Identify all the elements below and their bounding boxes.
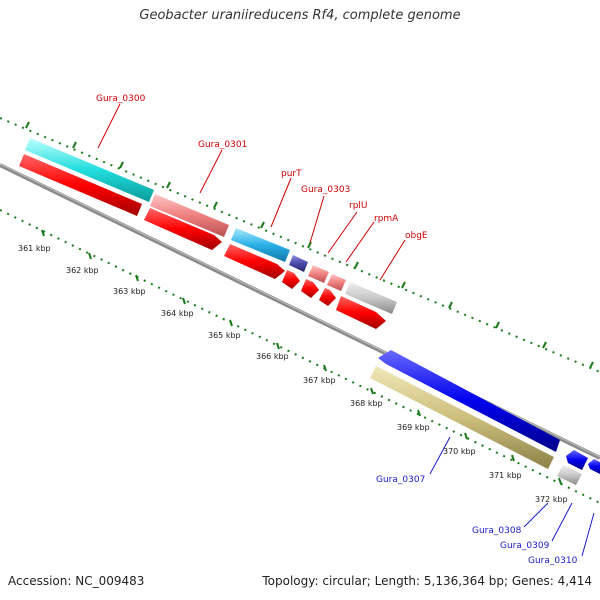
- map-title: Geobacter uraniireducens Rf4, complete g…: [139, 8, 461, 23]
- scale-label-366: 366 kbp: [256, 352, 289, 361]
- gene-gura-0309-cds[interactable]: [588, 459, 600, 474]
- scale-label-369: 369 kbp: [397, 423, 430, 432]
- accession-label: Accession: NC_009483: [8, 574, 145, 588]
- genome-summary: Topology: circular; Length: 5,136,364 bp…: [262, 574, 592, 588]
- gene-gura-0307[interactable]: [370, 366, 554, 469]
- gene-gura-0301[interactable]: [150, 194, 229, 237]
- cds-arrow-3[interactable]: [224, 244, 285, 279]
- top-leader-lines: [97, 103, 406, 281]
- gene-gura-0308-cds[interactable]: [566, 450, 588, 470]
- gene-gura-0300[interactable]: [25, 138, 154, 202]
- gene-gura-0303[interactable]: [308, 265, 329, 283]
- label-gura-0310: Gura_0310: [528, 556, 578, 566]
- top-gene-labels: Gura_0300 Gura_0301 purT Gura_0303 rplU …: [96, 94, 428, 241]
- outer-major-ticks: [25, 121, 594, 369]
- label-obge: obgE: [405, 231, 428, 241]
- inner-major-ticks: [41, 229, 562, 485]
- scale-label-367: 367 kbp: [303, 376, 336, 385]
- scale-label-364: 364 kbp: [161, 309, 194, 318]
- label-gura-0309: Gura_0309: [500, 541, 550, 551]
- label-gura-0301: Gura_0301: [198, 140, 247, 150]
- gene-gura-0307-cds[interactable]: [378, 350, 560, 452]
- cds-arrow-2[interactable]: [144, 208, 222, 250]
- label-gura-0300: Gura_0300: [96, 94, 146, 104]
- scale-label-371: 371 kbp: [489, 471, 522, 480]
- label-gura-0303: Gura_0303: [301, 185, 350, 195]
- label-gura-0308: Gura_0308: [472, 526, 522, 536]
- scale-label-372: 372 kbp: [535, 495, 568, 504]
- cds-arrow-4[interactable]: [282, 270, 300, 289]
- scale-label-361: 361 kbp: [18, 244, 51, 253]
- bottom-gene-labels: Gura_0307 Gura_0308 Gura_0309 Gura_0310: [376, 475, 578, 566]
- scale-label-365: 365 kbp: [208, 331, 241, 340]
- bottom-leader-lines: [429, 436, 595, 557]
- scale-label-370: 370 kbp: [443, 447, 476, 456]
- gene-small-navy[interactable]: [289, 255, 308, 272]
- scale-label-362: 362 kbp: [66, 266, 99, 275]
- outer-tick-track: [0, 117, 600, 373]
- label-gura-0307: Gura_0307: [376, 475, 425, 485]
- cds-arrow-6[interactable]: [319, 288, 336, 306]
- gene-obge[interactable]: [345, 282, 397, 314]
- scale-label-363: 363 kbp: [113, 287, 146, 296]
- label-rplu: rplU: [349, 201, 368, 211]
- label-rpma: rpmA: [374, 214, 399, 224]
- label-purt: purT: [281, 169, 302, 179]
- gene-gura-0308[interactable]: [557, 465, 582, 485]
- cds-arrow-5[interactable]: [301, 279, 319, 298]
- cds-arrow-7[interactable]: [336, 296, 386, 329]
- scale-label-368: 368 kbp: [350, 399, 383, 408]
- cds-arrow-1[interactable]: [19, 154, 142, 216]
- gene-purt[interactable]: [231, 228, 290, 262]
- scale-labels: 361 kbp 362 kbp 363 kbp 364 kbp 365 kbp …: [18, 244, 568, 504]
- gene-rplu[interactable]: [327, 274, 346, 291]
